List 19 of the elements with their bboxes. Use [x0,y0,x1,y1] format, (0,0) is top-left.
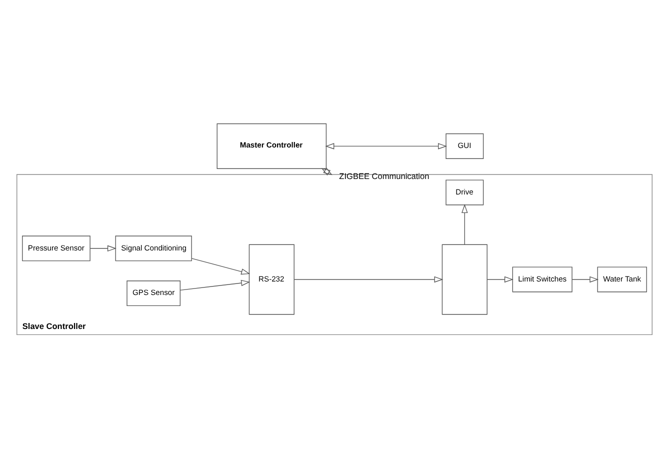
node-box: Limit Switches [512,266,572,292]
arrow [321,167,332,176]
node-box: RS-232 [248,244,294,314]
node-box: Drive [446,179,484,205]
node-box: Signal Conditioning [115,235,192,261]
arrow [192,258,250,274]
node-box: GUI [446,132,484,158]
arrow [462,204,468,244]
arrow [180,279,250,290]
node-box: GPS Sensor [126,280,181,306]
node-box: Pressure Sensor [22,235,90,261]
node-box: Water Tank [597,266,647,292]
node-box: Master Controller [216,122,327,168]
node-box [442,244,488,314]
arrow [486,276,514,282]
arrow [90,244,116,252]
arrow [572,276,599,282]
arrow [294,276,444,282]
arrow [325,142,448,149]
